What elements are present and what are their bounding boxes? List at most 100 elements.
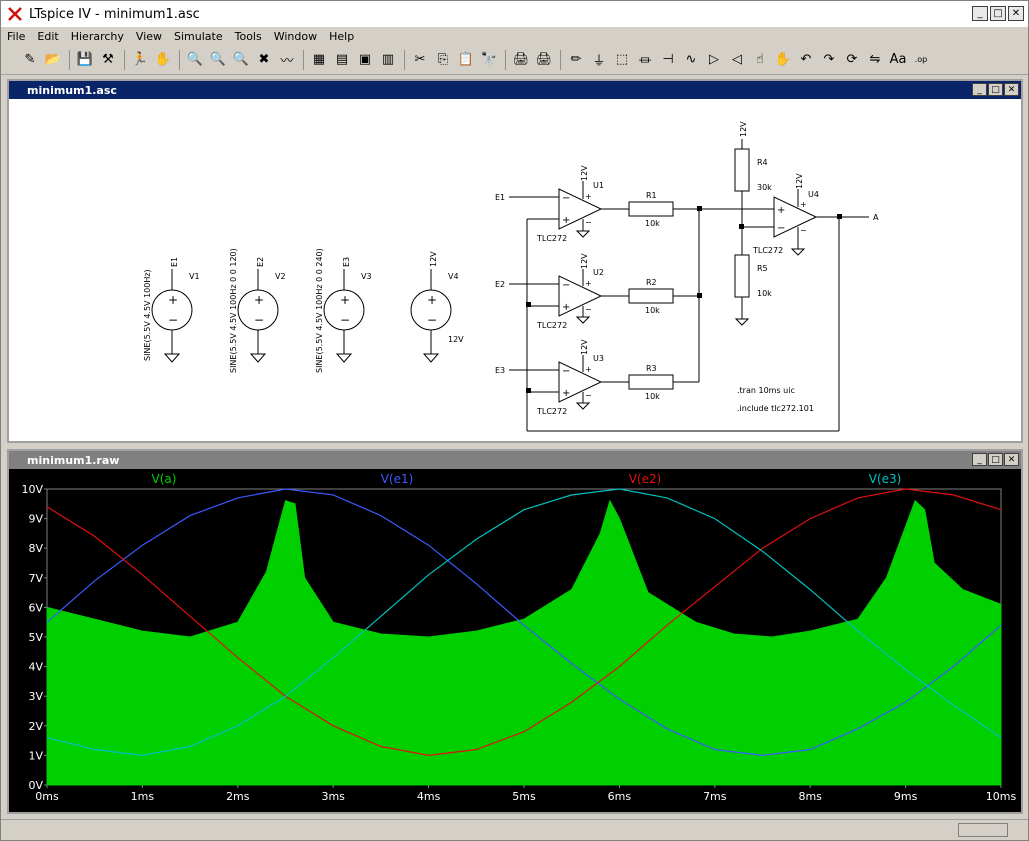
waveform-minimize-button[interactable]: _ xyxy=(972,453,987,466)
copy-icon[interactable]: ⎘ xyxy=(437,52,449,67)
u3-model: TLC272 xyxy=(536,407,567,416)
cascade-icon[interactable]: ▣ xyxy=(358,52,372,67)
component-icon[interactable]: ◁ xyxy=(732,52,742,67)
r3-ref: R3 xyxy=(646,364,657,373)
drag-icon[interactable]: ✋ xyxy=(774,52,792,67)
cut-icon[interactable]: ✂ xyxy=(414,52,426,67)
u2-ref: U2 xyxy=(593,268,604,277)
menu-edit[interactable]: Edit xyxy=(37,29,59,43)
zoom-out-icon[interactable]: 🔍 xyxy=(232,52,250,67)
spice-directive-icon[interactable]: .op xyxy=(914,55,928,64)
v1-net: E1 xyxy=(170,257,179,267)
new-schematic-icon[interactable]: ✎ xyxy=(24,52,36,67)
zoom-in-icon[interactable]: 🔍 xyxy=(186,52,204,67)
mirror-icon[interactable]: ⇋ xyxy=(869,52,881,67)
menu-tools[interactable]: Tools xyxy=(234,29,262,43)
run-icon[interactable]: 🏃 xyxy=(131,52,149,67)
zoom-fit-icon[interactable]: ✖ xyxy=(258,52,270,67)
halt-icon[interactable]: ✋ xyxy=(154,52,172,67)
schematic-close-button[interactable]: ✕ xyxy=(1004,83,1019,96)
redo-icon[interactable]: ↷ xyxy=(823,52,835,67)
rotate-icon[interactable]: ⟳ xyxy=(846,52,858,67)
r2-ref: R2 xyxy=(646,278,657,287)
svg-text:−: − xyxy=(800,226,807,235)
schematic-window[interactable]: minimum1.asc _ □ ✕ xyxy=(7,79,1023,443)
svg-text:+: + xyxy=(562,302,570,313)
toolbar-separator xyxy=(69,49,70,70)
resistor-icon[interactable]: ⏛ xyxy=(638,54,652,69)
menu-bar: File Edit Hierarchy View Simulate Tools … xyxy=(1,27,1028,45)
menu-window[interactable]: Window xyxy=(273,29,318,43)
r1-ref: R1 xyxy=(646,191,657,200)
print-setup-icon[interactable]: 🖨 xyxy=(512,52,530,67)
capacitor-icon[interactable]: ⊣ xyxy=(662,52,674,67)
svg-text:+: + xyxy=(585,192,592,201)
inductor-icon[interactable]: ∿ xyxy=(685,52,697,67)
u2-model: TLC272 xyxy=(536,321,567,330)
tile-vertical-icon[interactable]: ▥ xyxy=(381,52,395,67)
tile-horizontal-icon[interactable]: ▤ xyxy=(335,52,349,67)
label-icon[interactable]: ⬚ xyxy=(615,52,629,67)
find-icon[interactable]: 🔭 xyxy=(480,52,498,67)
svg-text:+: + xyxy=(340,293,350,307)
u3-supply: 12V xyxy=(580,339,589,355)
move-icon[interactable]: ☝ xyxy=(756,52,764,67)
v3-ref: V3 xyxy=(361,272,372,281)
grid-icon[interactable]: ▦ xyxy=(312,52,326,67)
schematic-maximize-button[interactable]: □ xyxy=(988,83,1003,96)
schematic-title: minimum1.asc xyxy=(27,83,117,97)
diode-icon[interactable]: ▷ xyxy=(709,52,719,67)
status-panel xyxy=(958,823,1008,837)
y-tick-label: 1V xyxy=(28,749,43,762)
toolbar-separator xyxy=(505,49,506,70)
r4-value: 30k xyxy=(757,183,772,192)
u2-supply: 12V xyxy=(580,253,589,269)
toolbar-separator xyxy=(404,49,405,70)
menu-simulate[interactable]: Simulate xyxy=(174,29,223,43)
paste-icon[interactable]: 📋 xyxy=(457,52,475,67)
text-icon[interactable]: Aa xyxy=(889,52,907,67)
menu-hierarchy[interactable]: Hierarchy xyxy=(70,29,124,43)
svg-text:+: + xyxy=(168,293,178,307)
r1-value: 10k xyxy=(645,219,660,228)
schematic-canvas[interactable]: +− +− +− +− −+ −+ −+ +− +− +− +− +− V1 V… xyxy=(9,99,1021,441)
legend-va: V(a) xyxy=(152,472,177,486)
minimize-button[interactable]: _ xyxy=(972,6,988,21)
title-bar: LTspice IV - minimum1.asc _ □ ✕ xyxy=(1,1,1028,27)
save-icon[interactable]: 💾 xyxy=(76,52,94,67)
svg-text:+: + xyxy=(800,200,807,209)
schematic-minimize-button[interactable]: _ xyxy=(972,83,987,96)
svg-text:+: + xyxy=(427,293,437,307)
print-icon[interactable]: 🖨 xyxy=(535,52,553,67)
open-icon[interactable]: 📂 xyxy=(44,52,62,67)
waveform-maximize-button[interactable]: □ xyxy=(988,453,1003,466)
menu-file[interactable]: File xyxy=(7,29,26,43)
tran-directive[interactable]: .tran 10ms uic xyxy=(737,386,795,395)
waveform-title: minimum1.raw xyxy=(27,453,120,467)
x-tick-label: 4ms xyxy=(417,790,441,803)
zoom-pan-icon[interactable]: 🔍 xyxy=(209,52,227,67)
v2-net: E2 xyxy=(256,257,265,267)
menu-help[interactable]: Help xyxy=(329,29,355,43)
menu-view[interactable]: View xyxy=(135,29,163,43)
close-button[interactable]: ✕ xyxy=(1008,6,1024,21)
include-directive[interactable]: .include tlc272.101 xyxy=(737,404,814,413)
undo-icon[interactable]: ↶ xyxy=(800,52,812,67)
maximize-button[interactable]: □ xyxy=(990,6,1006,21)
u4-model: TLC272 xyxy=(752,246,783,255)
svg-text:−: − xyxy=(427,313,437,327)
x-tick-label: 3ms xyxy=(321,790,345,803)
r2-value: 10k xyxy=(645,306,660,315)
ground-icon[interactable]: ⏚ xyxy=(592,54,606,69)
control-panel-icon[interactable]: ⚒ xyxy=(102,52,114,67)
svg-text:−: − xyxy=(168,313,178,327)
waveform-close-button[interactable]: ✕ xyxy=(1004,453,1019,466)
u3-ref: U3 xyxy=(593,354,604,363)
autorange-icon[interactable]: 〰 xyxy=(280,54,294,69)
v3-value: SINE(5.5V 4.5V 100Hz 0 0 240) xyxy=(315,248,324,373)
svg-text:−: − xyxy=(585,391,592,400)
toolbar: ✎ 📂 💾 ⚒ 🏃 ✋ 🔍 🔍 🔍 ✖ 〰 ▦ ▤ ▣ ▥ ✂ ⎘ 📋 🔭 🖨 🖨 ✏ ⏚ ⬚ ⏛ ⊣ ∿ ▷ ◁ ☝ ✋ ↶ ↷ ⟳ ⇋ Aa .op xyxy=(1,45,1028,75)
wire-icon[interactable]: ✏ xyxy=(570,52,582,67)
